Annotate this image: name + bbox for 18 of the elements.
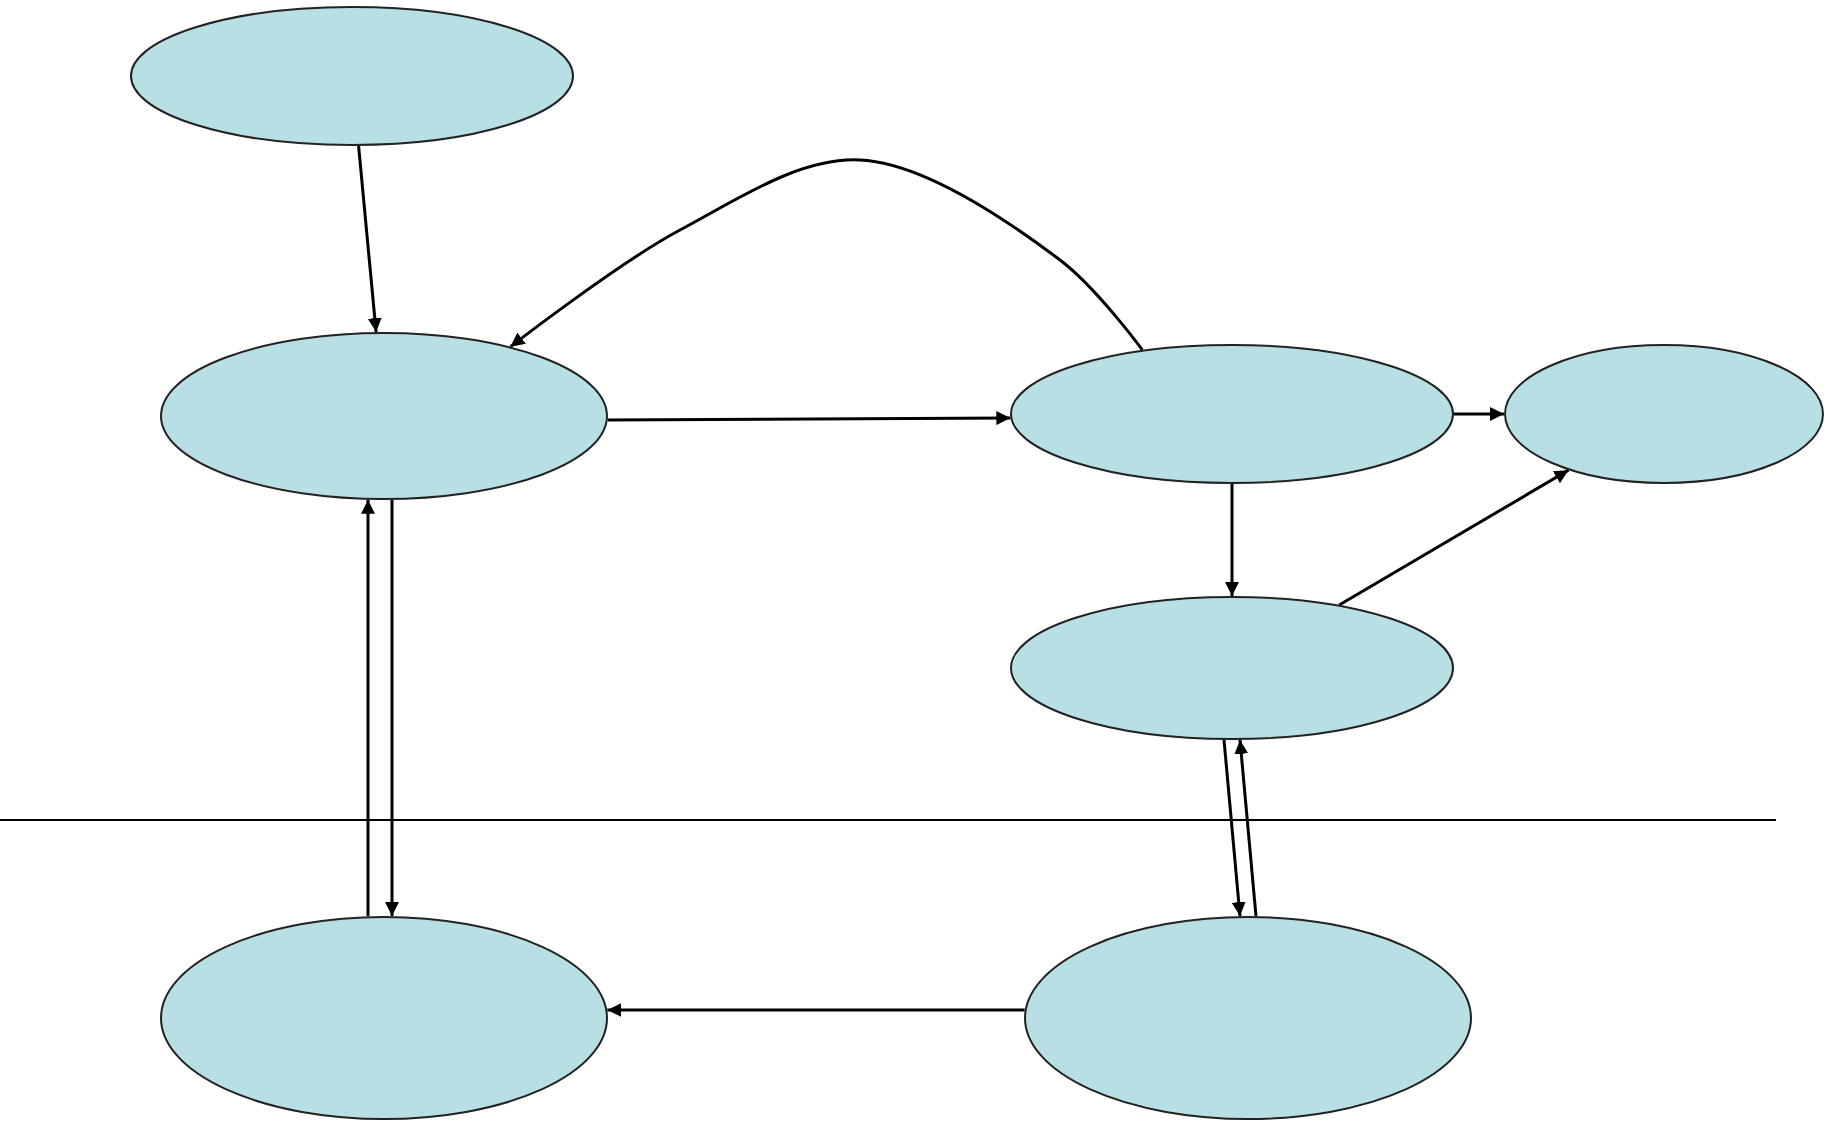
- arrow: [1234, 739, 1258, 917]
- ellipse-node: [1504, 344, 1824, 484]
- arrow: [607, 411, 1011, 426]
- arrow: [361, 499, 375, 917]
- arrow: [1338, 468, 1570, 607]
- arrow: [1454, 407, 1504, 421]
- ellipse-node: [130, 6, 574, 146]
- ellipse-node: [160, 332, 608, 500]
- ellipse-node: [1024, 916, 1472, 1120]
- ellipse-node: [1010, 596, 1454, 740]
- arrow: [607, 1003, 1025, 1017]
- arrow: [1222, 739, 1246, 917]
- arrow: [385, 499, 399, 917]
- arrow: [509, 158, 1144, 351]
- ellipse-node: [1010, 344, 1454, 484]
- arrow: [357, 145, 382, 333]
- ellipse-node: [160, 916, 608, 1120]
- arrow: [1225, 484, 1239, 596]
